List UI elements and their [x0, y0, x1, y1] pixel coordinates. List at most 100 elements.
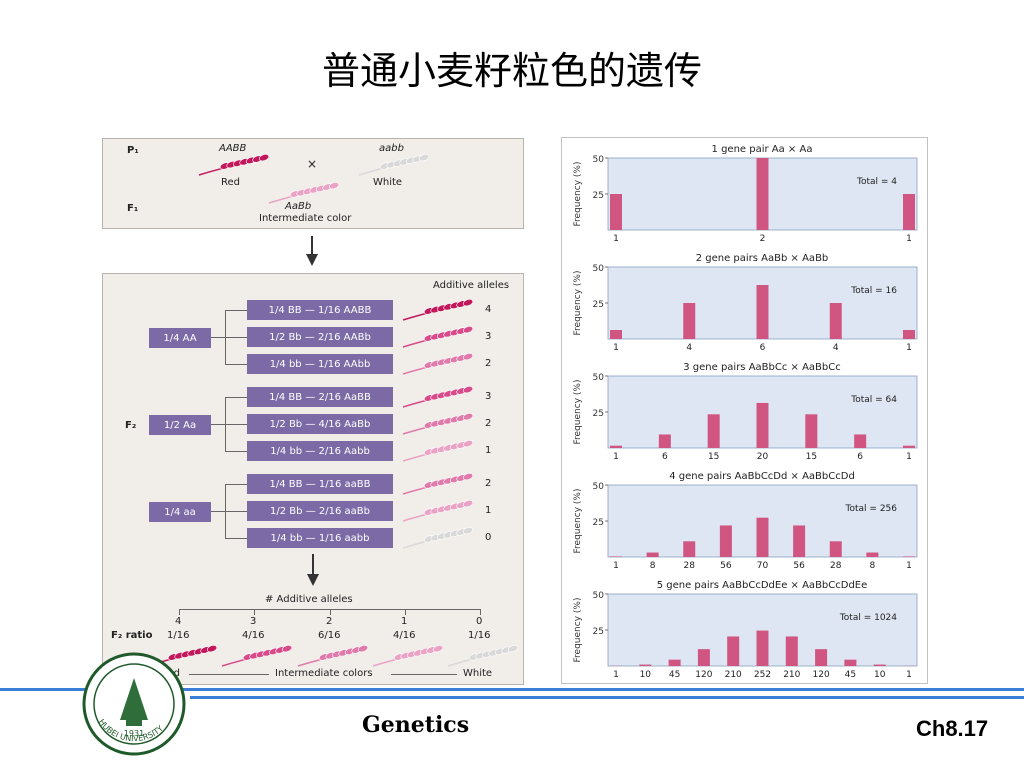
wheat-grain [206, 645, 218, 653]
footer-subject: Genetics [362, 712, 470, 738]
bar [793, 525, 806, 557]
wheat-grain [357, 645, 369, 653]
ratio-label: F₂ ratio [111, 630, 153, 641]
arrow-head-icon [307, 574, 319, 586]
bar [697, 649, 710, 666]
x-tick-label: 1 [613, 234, 619, 244]
ratio-value: 1/16 [167, 630, 190, 641]
chart-title: 5 gene pairs AaBbCcDdEe × AaBbCcDdEe [657, 580, 868, 591]
ratio-allele: 2 [326, 616, 333, 627]
cross-symbol: × [307, 157, 318, 171]
group-label-aa: 1/4 aa [149, 502, 211, 522]
wheat-grain [418, 154, 430, 162]
connector [225, 511, 247, 512]
y-tick-label: 50 [593, 373, 605, 383]
chart-title: 3 gene pairs AaBbCc × AaBbCc [683, 362, 841, 373]
x-tick-label: 15 [806, 452, 817, 462]
genotype-row: 1/2 Bb — 2/16 aaBb [247, 501, 393, 521]
y-axis-label: Frequency (%) [573, 489, 583, 554]
x-tick-label: 1 [906, 343, 912, 353]
x-tick-label: 210 [783, 670, 800, 680]
bar [719, 525, 732, 557]
ratio-allele: 3 [250, 616, 257, 627]
bar [610, 194, 622, 230]
slide-title: 普通小麦籽粒色的遗传 [321, 49, 702, 93]
additive-count: 3 [485, 331, 492, 342]
wheat-grain [258, 154, 270, 162]
group-label-AA: 1/4 AA [149, 328, 211, 348]
additive-count: 3 [485, 391, 492, 402]
f1-label: F₁ [127, 203, 139, 214]
bar [829, 303, 842, 339]
bar [668, 659, 681, 666]
connector [211, 511, 225, 512]
x-tick-label: 6 [760, 343, 766, 353]
bar [610, 556, 622, 557]
y-tick-label: 50 [593, 591, 605, 601]
wheat-grain [462, 500, 474, 508]
chart-title: 1 gene pair Aa × Aa [712, 144, 813, 155]
bar [903, 445, 915, 448]
p1-f1-panel: P₁ AABB Red × aabb White F₁ AaBb Interme… [102, 138, 524, 229]
x-tick-label: 6 [662, 452, 668, 462]
y-tick-label: 25 [593, 409, 604, 419]
x-tick-label: 252 [754, 670, 771, 680]
white-wheat-icon [358, 154, 430, 176]
bar [756, 630, 769, 666]
bar [903, 556, 915, 557]
wheat-icon [447, 645, 519, 667]
f2-panel: Additive alleles F₂ 1/4 AA 1/2 Aa 1/4 aa… [102, 273, 524, 685]
connector [225, 424, 247, 425]
bar [610, 330, 622, 339]
total-label: Total = 16 [850, 286, 897, 296]
wheat-grain [462, 353, 474, 361]
p1-label: P₁ [127, 145, 139, 156]
bracket-tick [254, 609, 255, 615]
wheat-grain [432, 645, 444, 653]
x-tick-label: 45 [669, 670, 680, 680]
wheat-icon [402, 473, 474, 495]
genotype-row: 1/4 BB — 1/16 AABB [247, 300, 393, 320]
bar [756, 402, 769, 448]
university-logo: 1931 HUBEI UNIVERSITY [82, 652, 186, 756]
x-tick-label: 45 [845, 670, 856, 680]
bracket-tick [330, 609, 331, 615]
arrow-head-icon [306, 254, 318, 266]
bracket-tick [480, 609, 481, 615]
connector [225, 397, 247, 398]
ratio-value: 4/16 [393, 630, 416, 641]
bar [829, 541, 842, 557]
x-tick-label: 1 [613, 561, 619, 571]
x-tick-label: 1 [613, 343, 619, 353]
wheat-icon [402, 440, 474, 462]
additive-count: 1 [485, 505, 492, 516]
ratio-allele: 4 [175, 616, 182, 627]
bar [727, 636, 740, 666]
wheat-grain [507, 645, 519, 653]
wheat-grain [462, 299, 474, 307]
additive-axis-title: # Additive alleles [265, 594, 353, 605]
logo-year: 1931 [124, 729, 144, 738]
x-tick-label: 1 [613, 670, 619, 680]
x-tick-label: 120 [695, 670, 712, 680]
x-tick-label: 210 [725, 670, 742, 680]
y-tick-label: 50 [593, 482, 605, 492]
wheat-grain [462, 386, 474, 394]
group-label-Aa: 1/2 Aa [149, 415, 211, 435]
x-tick-label: 15 [708, 452, 719, 462]
x-tick-label: 1 [613, 452, 619, 462]
footer-line [0, 688, 1024, 691]
parent1-color: Red [221, 177, 240, 188]
bar [844, 659, 857, 666]
additive-count: 1 [485, 445, 492, 456]
additive-count: 0 [485, 532, 492, 543]
wheat-grain [328, 182, 340, 190]
x-tick-label: 2 [760, 234, 766, 244]
connector [225, 538, 247, 539]
y-axis-label: Frequency (%) [573, 598, 583, 663]
connector [211, 424, 225, 425]
red-wheat-icon [198, 154, 270, 176]
x-tick-label: 1 [906, 561, 912, 571]
connector [225, 364, 247, 365]
total-label: Total = 64 [850, 395, 897, 405]
